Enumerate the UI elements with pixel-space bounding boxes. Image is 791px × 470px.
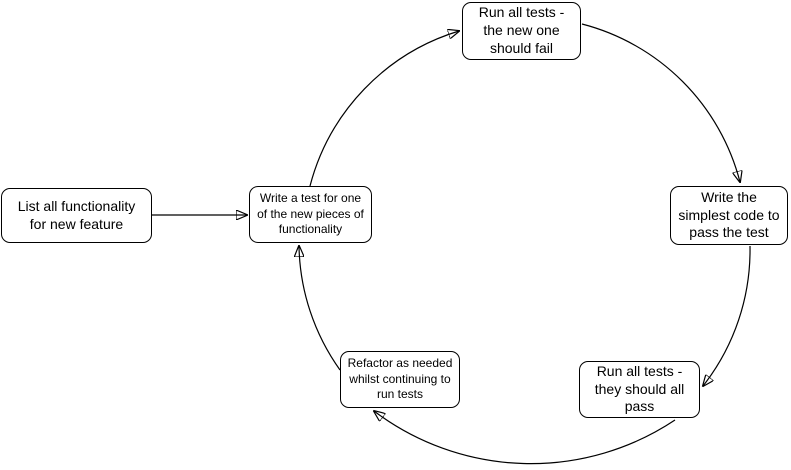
edge-write-test-to-run-fail <box>309 31 459 187</box>
node-run-tests-fail: Run all tests - the new one should fail <box>462 2 581 60</box>
node-refactor: Refactor as needed whilst continuing to … <box>340 351 460 408</box>
edge-run-pass-to-refactor <box>374 411 676 465</box>
edge-refactor-to-write-test <box>299 246 341 371</box>
node-write-simplest-code: Write the simplest code to pass the test <box>670 186 788 245</box>
node-write-test: Write a test for one of the new pieces o… <box>249 186 372 243</box>
edge-run-fail-to-write-code <box>581 23 740 182</box>
edge-write-code-to-run-pass <box>703 245 751 386</box>
node-list-functionality: List all functionality for new feature <box>1 188 152 243</box>
node-run-tests-pass: Run all tests - they should all pass <box>579 361 700 418</box>
